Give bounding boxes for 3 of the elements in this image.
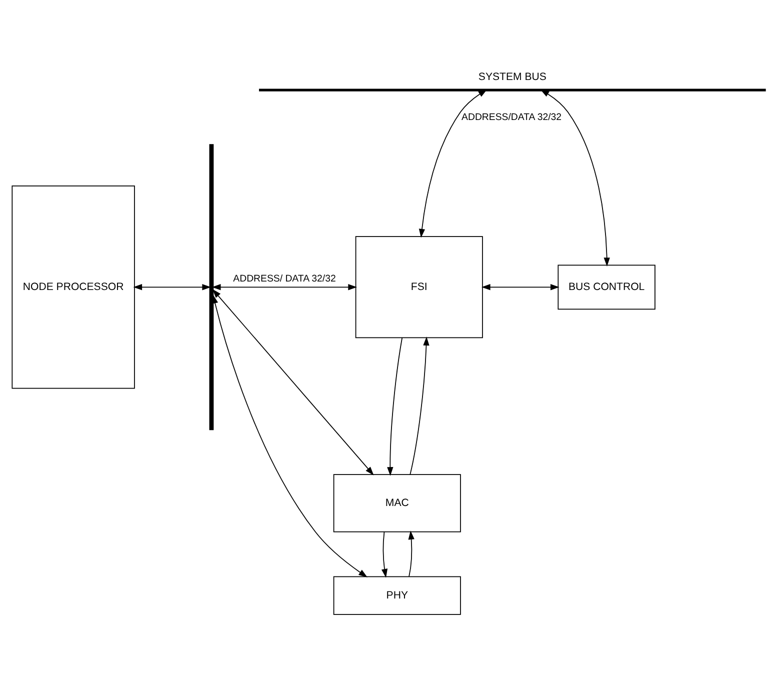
edge-label: ADDRESS/DATA 32/32 — [462, 112, 562, 123]
node-text: SYSTEM BUS — [478, 71, 546, 84]
edge-label: ADDRESS/ DATA 32/32 — [233, 274, 336, 285]
